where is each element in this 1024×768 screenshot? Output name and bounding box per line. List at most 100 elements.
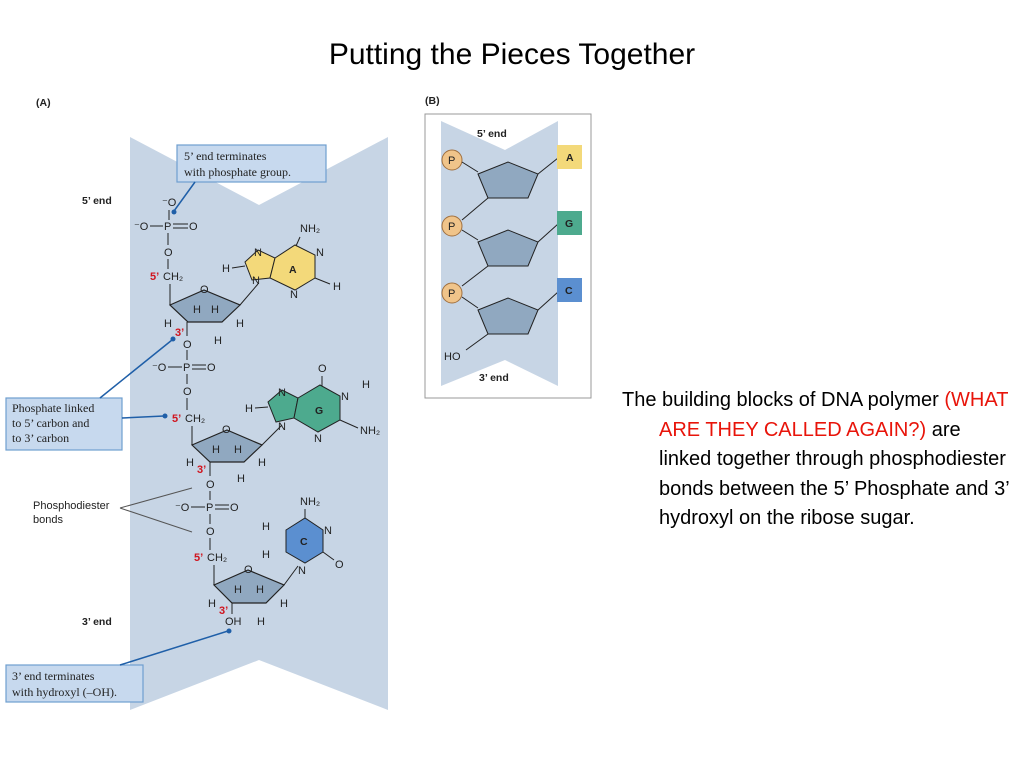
panel-b-label: (B) — [425, 95, 440, 107]
svg-text:C: C — [300, 536, 308, 548]
svg-text:Phosphate linked: Phosphate linked — [12, 401, 94, 415]
caption-part-2: are linked together through phosphodiest… — [659, 418, 1009, 530]
svg-text:⁻O: ⁻O — [162, 197, 177, 209]
svg-text:P: P — [183, 362, 190, 374]
svg-text:O: O — [230, 502, 239, 514]
svg-text:H: H — [186, 457, 194, 469]
svg-text:G: G — [315, 405, 323, 417]
three-end-label: 3’ end — [82, 616, 112, 628]
svg-text:⁻O: ⁻O — [175, 502, 190, 514]
svg-text:H: H — [164, 318, 172, 330]
svg-text:5’ end terminates: 5’ end terminates — [184, 149, 267, 163]
svg-text:with phosphate group.: with phosphate group. — [184, 165, 291, 179]
svg-text:with hydroxyl (–OH).: with hydroxyl (–OH). — [12, 685, 117, 699]
svg-text:P: P — [206, 502, 213, 514]
caption-part-1: The building blocks of DNA polymer — [622, 389, 945, 411]
svg-text:N: N — [341, 391, 349, 403]
svg-text:3’ end terminates: 3’ end terminates — [12, 669, 95, 683]
phosphodiester-label: Phosphodiester bonds — [33, 487, 193, 533]
svg-text:O: O — [200, 284, 209, 296]
svg-text:O: O — [335, 559, 344, 571]
panel-b-three-end: 3’ end — [479, 372, 509, 384]
nucleotide-cytosine: 5’ CH₂ O H H H H 3’ OH H NH₂ N H H N O C — [194, 496, 344, 628]
panel-a-label: (A) — [36, 97, 51, 109]
svg-text:H: H — [258, 457, 266, 469]
svg-text:HO: HO — [444, 351, 461, 363]
callout-three-end: 3’ end terminates with hydroxyl (–OH). — [5, 628, 232, 703]
svg-text:G: G — [565, 218, 573, 230]
svg-text:H: H — [234, 584, 242, 596]
svg-text:H: H — [280, 598, 288, 610]
phosphate-link-1: O ⁻O P O O — [152, 322, 216, 410]
svg-text:5’: 5’ — [150, 271, 159, 283]
callout-phosphate-linked: Phosphate linked to 5’ carbon and to 3’ … — [5, 336, 176, 451]
svg-text:O: O — [207, 362, 216, 374]
svg-text:CH₂: CH₂ — [185, 413, 205, 425]
svg-text:N: N — [290, 289, 298, 301]
svg-text:O: O — [189, 221, 198, 233]
svg-text:P: P — [164, 221, 171, 233]
svg-text:H: H — [236, 318, 244, 330]
backbone-ribbon — [130, 137, 388, 710]
svg-text:N: N — [324, 525, 332, 537]
svg-text:O: O — [183, 339, 192, 351]
svg-text:3’: 3’ — [219, 605, 228, 617]
svg-text:H: H — [193, 304, 201, 316]
svg-text:O: O — [206, 526, 215, 538]
svg-text:3’: 3’ — [175, 327, 184, 339]
svg-text:NH₂: NH₂ — [360, 425, 380, 437]
svg-text:H: H — [237, 473, 245, 485]
svg-text:NH₂: NH₂ — [300, 496, 320, 508]
five-end-label: 5’ end — [82, 195, 112, 207]
svg-text:N: N — [254, 247, 262, 259]
svg-text:N: N — [314, 433, 322, 445]
svg-text:H: H — [333, 281, 341, 293]
svg-text:5’: 5’ — [194, 552, 203, 564]
svg-text:3’: 3’ — [197, 464, 206, 476]
svg-text:N: N — [278, 387, 286, 399]
svg-text:H: H — [262, 549, 270, 561]
svg-text:CH₂: CH₂ — [207, 552, 227, 564]
svg-text:Phosphodiester: Phosphodiester — [33, 500, 110, 512]
svg-text:H: H — [262, 521, 270, 533]
svg-text:H: H — [222, 263, 230, 275]
svg-text:N: N — [316, 247, 324, 259]
svg-text:OH: OH — [225, 616, 242, 628]
slide-title: Putting the Pieces Together — [328, 38, 696, 71]
svg-text:H: H — [256, 584, 264, 596]
svg-text:A: A — [566, 152, 574, 164]
svg-text:O: O — [183, 386, 192, 398]
svg-text:5’: 5’ — [172, 413, 181, 425]
svg-text:H: H — [211, 304, 219, 316]
panel-b-unit-a: P A — [441, 145, 582, 221]
svg-text:P: P — [448, 288, 455, 300]
svg-text:N: N — [252, 275, 260, 287]
svg-text:NH₂: NH₂ — [300, 223, 320, 235]
caption-text: The building blocks of DNA polymer (WHAT… — [622, 386, 1017, 534]
svg-text:N: N — [298, 565, 306, 577]
phosphate-link-2: O ⁻O P O O — [175, 462, 239, 550]
panel-b-five-end: 5’ end — [477, 128, 507, 140]
svg-text:P: P — [448, 221, 455, 233]
svg-text:⁻O: ⁻O — [134, 221, 149, 233]
svg-text:H: H — [362, 379, 370, 391]
svg-text:O: O — [222, 424, 231, 436]
svg-text:H: H — [208, 598, 216, 610]
svg-text:N: N — [278, 421, 286, 433]
panel-b-unit-c: P C HO — [441, 278, 582, 363]
svg-text:H: H — [212, 444, 220, 456]
svg-text:⁻O: ⁻O — [152, 362, 167, 374]
svg-text:O: O — [318, 363, 327, 375]
svg-text:A: A — [289, 264, 297, 276]
svg-text:C: C — [565, 285, 573, 297]
svg-text:P: P — [448, 155, 455, 167]
svg-text:O: O — [244, 564, 253, 576]
nucleotide-guanine: 5’ CH₂ O H H H H 3’ H N N H O N H N NH₂ … — [172, 363, 380, 485]
svg-text:H: H — [214, 335, 222, 347]
svg-text:H: H — [234, 444, 242, 456]
nucleotide-adenine: ⁻O ⁻O P O O 5’ CH₂ O H H H H 3’ H N N H … — [134, 197, 341, 347]
svg-text:O: O — [164, 247, 173, 259]
svg-text:bonds: bonds — [33, 514, 63, 526]
panel-b-unit-g: P G — [441, 211, 582, 287]
